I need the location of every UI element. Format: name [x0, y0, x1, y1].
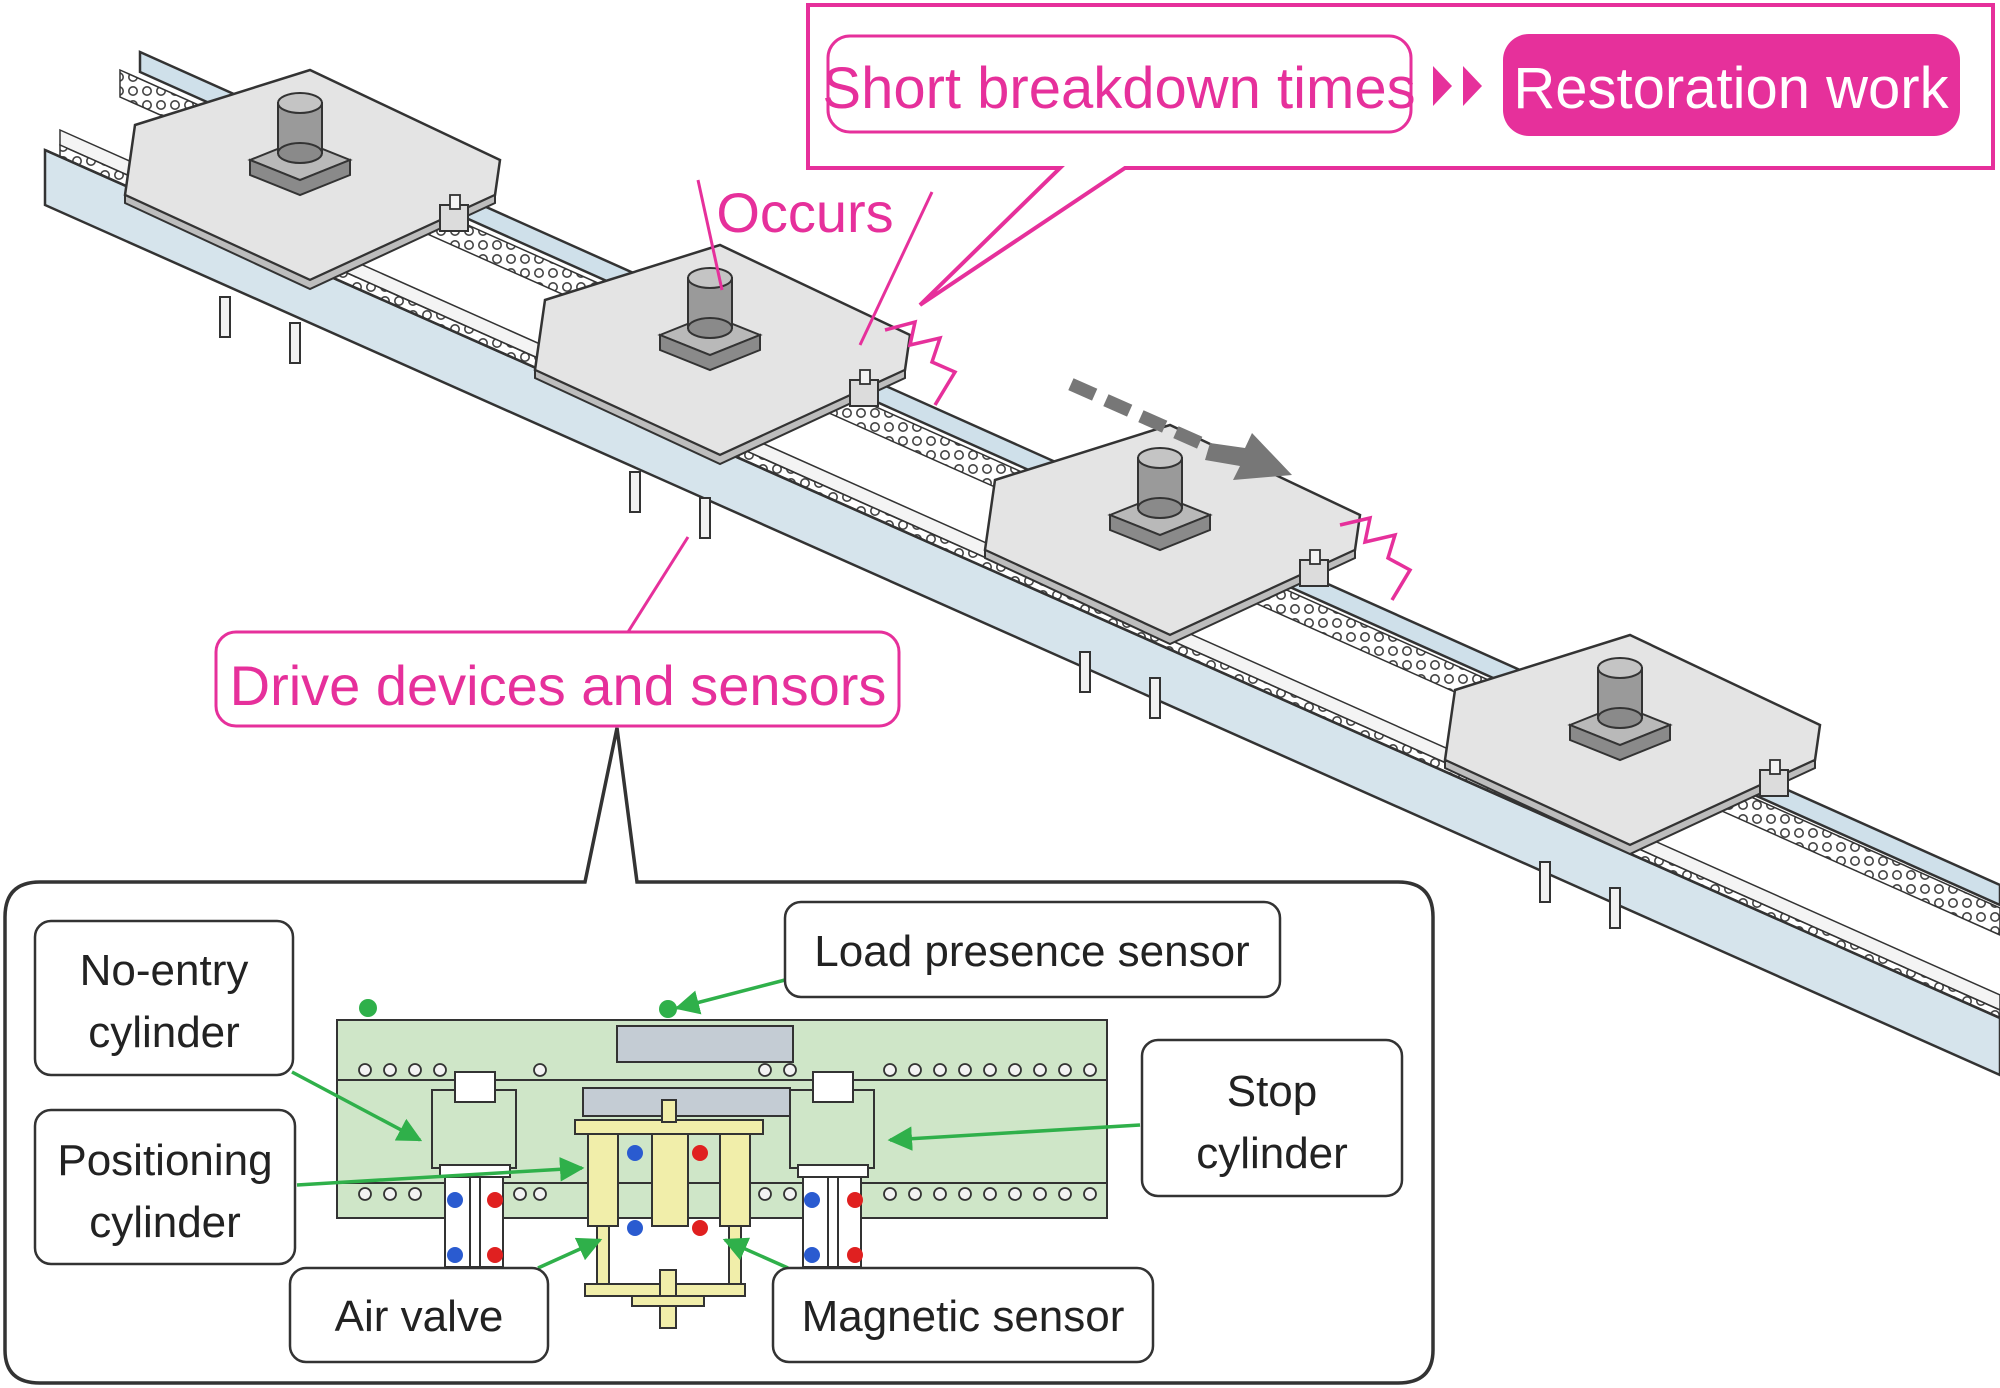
- load-presence-label: Load presence sensor: [814, 927, 1249, 976]
- magnetic-sensor-box: [771, 1266, 1155, 1364]
- occurs-label: Occurs: [716, 181, 893, 244]
- sensor-dot: [659, 1000, 677, 1018]
- detail-panel: No-entry cylinder Positioning cylinder L…: [3, 727, 1435, 1385]
- positioning-cylinder-unit: [574, 1099, 764, 1329]
- direction-arrow-icon: [1068, 378, 1292, 480]
- no-entry-cylinder-box: [33, 919, 295, 1077]
- play-arrow-icon: [1463, 66, 1482, 106]
- sensor-dot: [359, 999, 377, 1017]
- no-entry-label-1: No-entry: [80, 946, 249, 995]
- occurs-leader-left: [696, 179, 724, 291]
- occurs-leader-right: [858, 191, 934, 346]
- play-arrow-icon: [1433, 66, 1452, 106]
- magnetic-sensor-label: Magnetic sensor: [802, 1292, 1125, 1341]
- restoration-work-label: Restoration work: [1513, 56, 1949, 121]
- leader-arrows: [291, 978, 1141, 1270]
- load-sensor-bracket: [616, 1025, 794, 1063]
- positioning-label-1: Positioning: [57, 1136, 272, 1185]
- load-presence-box: [783, 900, 1282, 999]
- drive-devices-leader: [626, 536, 690, 633]
- stop-label-2: cylinder: [1196, 1129, 1348, 1178]
- breakdown-zigzag-2: [1339, 515, 1413, 601]
- stop-cylinder-box: [1140, 1038, 1404, 1198]
- magnetic-sensor-dots: [447, 1145, 863, 1263]
- stop-label-1: Stop: [1227, 1067, 1318, 1116]
- positioning-cylinder-box: [33, 1108, 297, 1266]
- breakdown-callout: Short breakdown times Restoration work: [806, 3, 1995, 307]
- air-valve-box: [288, 1266, 550, 1364]
- short-breakdown-label: Short breakdown times: [822, 56, 1415, 121]
- air-valve-label: Air valve: [335, 1292, 504, 1341]
- drive-devices-box: [214, 630, 901, 728]
- drive-devices-label: Drive devices and sensors: [230, 654, 887, 717]
- breakdown-zigzag-1: [884, 319, 958, 406]
- positioning-label-2: cylinder: [89, 1198, 241, 1247]
- no-entry-label-2: cylinder: [88, 1008, 240, 1057]
